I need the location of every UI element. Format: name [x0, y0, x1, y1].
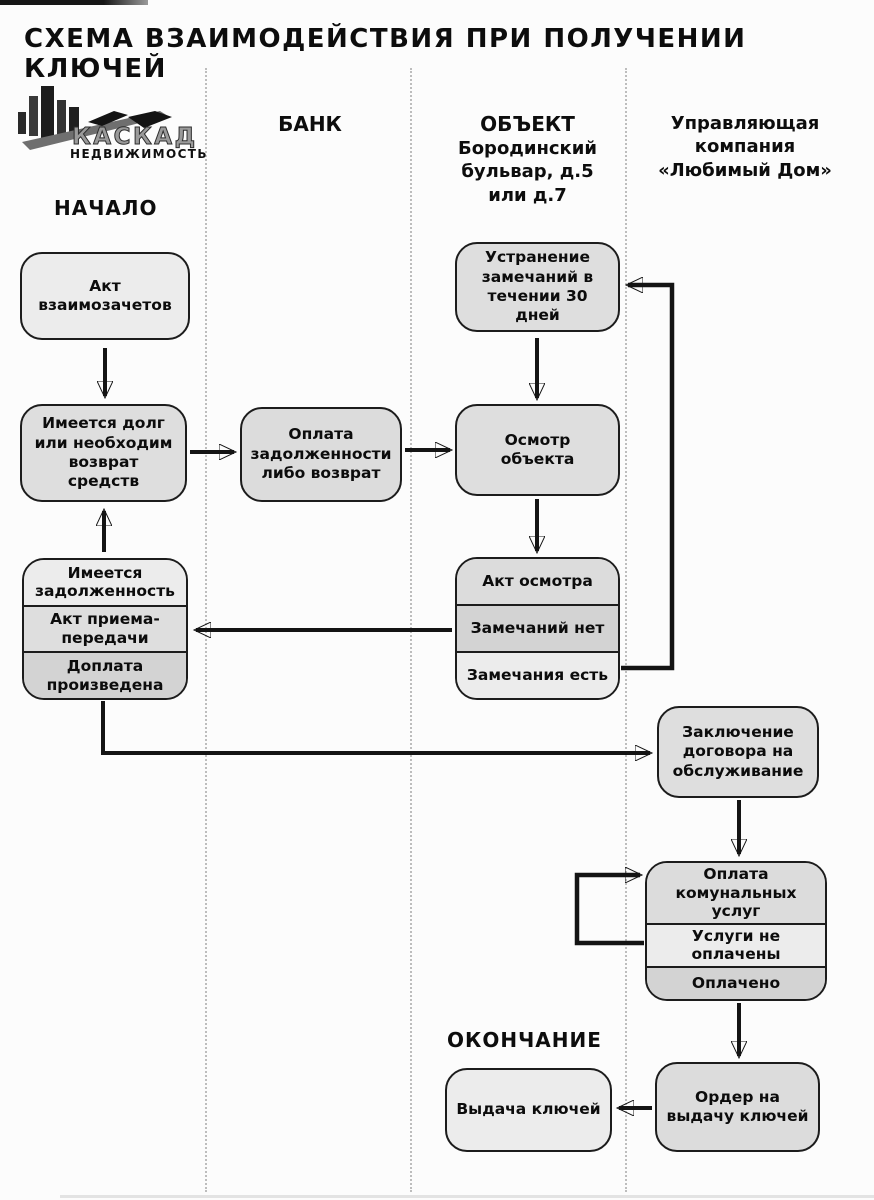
node-akt-osmotra-group: Акт осмотра Замечаний нет Замечания есть	[455, 557, 620, 700]
logo-buildings-icon	[18, 86, 172, 150]
node-ustranenie-zamechaniy: Устранение замечаний в течении 30 дней	[455, 242, 620, 332]
start-label: НАЧАЛО	[54, 196, 158, 220]
lane-divider	[625, 68, 627, 1192]
node-row-oplata-kommunalnyh: Оплата комунальных услуг	[647, 863, 825, 923]
lane-divider	[205, 68, 207, 1192]
node-imeetsya-dolg: Имеется долг или необходим возврат средс…	[20, 404, 187, 502]
node-row-imeetsya-zadolzhennost: Имеется задолженность	[24, 560, 186, 605]
node-osmotr-obekta: Осмотр объекта	[455, 404, 620, 496]
arrow-remarks-loop-to-fix	[621, 285, 675, 671]
node-row-zamechaniy-net: Замечаний нет	[457, 604, 618, 651]
node-oplata-uslug-group: Оплата комунальных услуг Услуги не оплач…	[645, 861, 827, 1001]
arrow-doplata-to-contract	[101, 701, 650, 753]
node-row-uslugi-ne-oplacheny: Услуги не оплачены	[647, 922, 825, 966]
node-row-zamechaniya-est: Замечания есть	[457, 651, 618, 698]
lane-header-object-line: или д.7	[488, 184, 567, 206]
lane-header-management: Управляющая компания «Любимый Дом»	[645, 112, 845, 182]
lane-divider	[410, 68, 412, 1192]
node-row-akt-priema-peredachi: Акт приема-передачи	[24, 604, 186, 652]
lane-header-object-line: бульвар, д.5	[461, 161, 594, 183]
logo-subtitle-text: НЕДВИЖИМОСТЬ	[70, 147, 206, 161]
lane-header-object-line: Бородинский	[457, 138, 598, 159]
lane-header-management-line: «Любимый Дом»	[658, 159, 832, 181]
logo-name-text: КАСКАД	[72, 124, 198, 150]
node-row-oplacheno: Оплачено	[647, 965, 825, 999]
scan-artifact-bottom	[60, 1195, 874, 1198]
node-akt-priema-peredachi-group: Имеется задолженность Акт приема-передач…	[22, 558, 188, 700]
lane-header-management-line: Управляющая	[670, 113, 820, 134]
scan-artifact-top	[0, 0, 148, 5]
arrow-unpaid-loop-to-payment	[574, 875, 644, 946]
lane-header-object-line: ОБЪЕКТ	[480, 112, 575, 136]
lane-header-object: ОБЪЕКТ Бородинский бульвар, д.5 или д.7	[440, 112, 615, 207]
lane-header-bank-text: БАНК	[278, 112, 342, 136]
node-vydacha-klyuchey: Выдача ключей	[445, 1068, 612, 1152]
lane-header-management-line: компания	[694, 136, 796, 158]
page-title: СХЕМА ВЗАИМОДЕЙСТВИЯ ПРИ ПОЛУЧЕНИИ КЛЮЧЕ…	[24, 24, 747, 84]
node-order-na-vydachu: Ордер на выдачу ключей	[655, 1062, 820, 1152]
kaskad-logo: КАСКАД НЕДВИЖИМОСТЬ	[18, 86, 206, 161]
lane-header-bank: БАНК	[240, 112, 380, 137]
end-label: ОКОНЧАНИЕ	[447, 1028, 602, 1052]
node-oplata-zadolzhennosti: Оплата задолженности либо возврат	[240, 407, 402, 502]
node-row-akt-osmotra: Акт осмотра	[457, 559, 618, 604]
node-akt-vzaimozachetov: Акт взаимозачетов	[20, 252, 190, 340]
node-row-doplata-proizvedena: Доплата произведена	[24, 651, 186, 698]
node-zaklyuchenie-dogovora: Заключение договора на обслуживание	[657, 706, 819, 798]
